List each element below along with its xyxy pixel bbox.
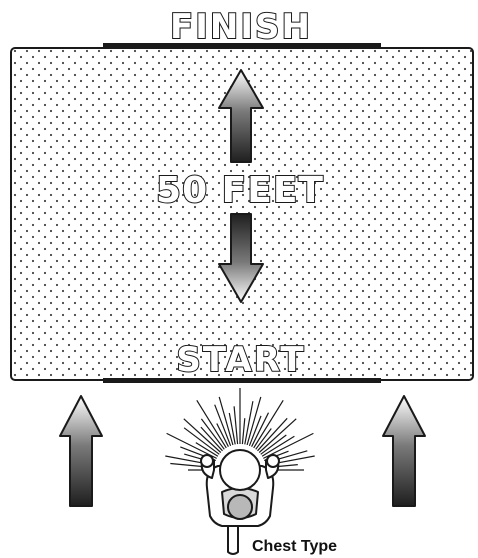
finish-label: FINISH [170,7,312,47]
start-label: START [176,340,305,380]
left-side-arrow-icon [60,396,102,506]
right-side-arrow-icon [383,396,425,506]
burst-ray [229,413,235,444]
distance-label: 50 FEET [156,170,324,211]
burst-ray [262,436,294,456]
burst-ray [259,419,296,453]
burst-ray [184,419,221,453]
burst-ray [242,418,244,444]
caption: Chest Type [252,538,337,555]
